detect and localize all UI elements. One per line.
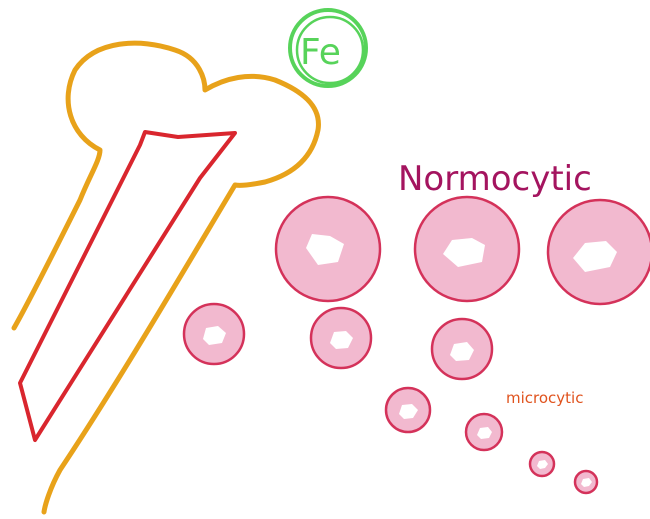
- normocytic-label: Normocytic: [398, 159, 592, 199]
- normocytic-cell: [415, 197, 519, 301]
- microcytic-cell: [184, 304, 244, 364]
- microcytic-cell: [386, 388, 430, 432]
- microcytic-cell: [311, 308, 371, 368]
- bone-drawing: [14, 43, 318, 512]
- bone-outline: [14, 43, 318, 512]
- microcytic-cells-medium: [184, 304, 492, 379]
- microcytic-cell: [530, 452, 554, 476]
- normocytic-cell: [276, 197, 380, 301]
- microcytic-label: microcytic: [506, 389, 583, 407]
- normocytic-cells: [276, 197, 650, 304]
- microcytic-cell: [575, 471, 597, 493]
- marrow-outline: [20, 132, 235, 440]
- iron-label: Fe: [300, 32, 341, 73]
- microcytic-cell: [466, 414, 502, 450]
- normocytic-cell: [548, 200, 650, 304]
- microcytic-cell: [432, 319, 492, 379]
- marrow-cavity-drawing: [20, 132, 235, 440]
- iron-symbol: Fe: [290, 10, 366, 86]
